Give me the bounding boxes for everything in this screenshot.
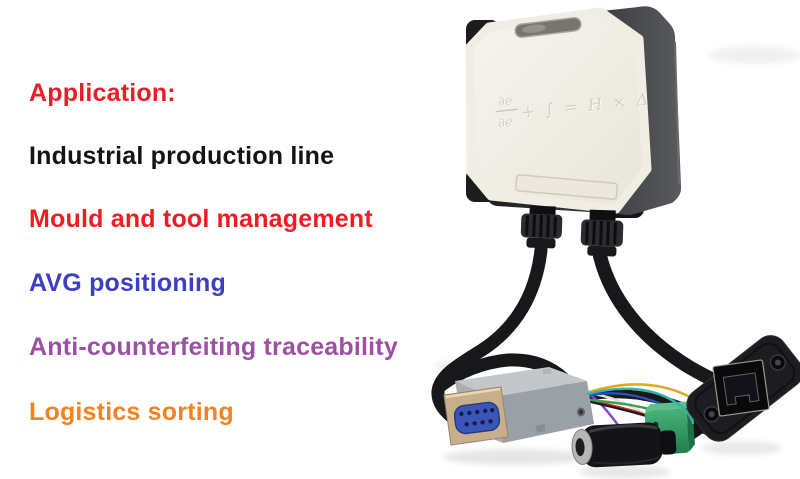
- svg-text:∂e: ∂e: [497, 94, 513, 110]
- application-item-avg: AVG positioning: [29, 269, 226, 297]
- rj45-ethernet-jack: [686, 335, 800, 442]
- application-list: Application: Industrial production line …: [29, 79, 398, 426]
- shadow: [579, 465, 671, 479]
- db9-insert: [453, 401, 501, 435]
- svg-text:∂e: ∂e: [498, 116, 514, 132]
- led-slot: [514, 17, 582, 38]
- application-item-industrial: Industrial production line: [29, 142, 335, 170]
- db9-pin-holes: [459, 407, 495, 427]
- label-recess: [514, 174, 619, 200]
- rj45-port: [712, 359, 770, 417]
- application-item-mould: Mould and tool management: [29, 205, 373, 233]
- svg-text:∂e: ∂e: [498, 115, 514, 131]
- wire-teal: [586, 387, 695, 425]
- cable-gland-left: [520, 205, 563, 249]
- plate-edge-highlight: [674, 41, 680, 185]
- cable-left: [431, 243, 548, 425]
- dc-power-jack: [571, 422, 677, 468]
- svg-text:∂e: ∂e: [498, 95, 514, 111]
- shadow: [702, 441, 782, 455]
- enclosure-face: ∂e ∂e + ∫ = H × Δ ∂e ∂e + ∫ = H × Δ: [465, 7, 653, 214]
- application-heading: Application:: [29, 79, 176, 107]
- shadow: [709, 46, 800, 64]
- application-item-logistics: Logistics sorting: [29, 398, 234, 426]
- shadow: [443, 449, 587, 465]
- db9-serial-connector: [443, 367, 594, 446]
- application-item-anticounterfeit: Anti-counterfeiting traceability: [29, 333, 398, 361]
